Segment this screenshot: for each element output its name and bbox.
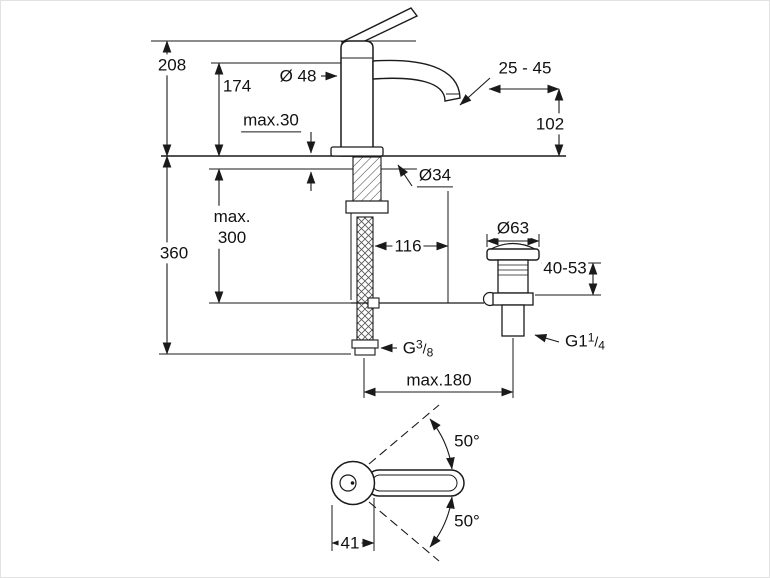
supply-thread-slash: / [422,340,427,357]
plug-dome [490,242,536,250]
base-escutcheon [330,146,384,157]
swivel-arc-down [429,496,455,548]
drain-body [497,259,529,294]
supply-thread-sup: 3 [415,337,423,352]
drain-locknut [492,292,534,306]
hose-fitting [351,339,379,349]
lever-plan-outline [365,469,465,497]
dim-height-total-label: 208 [155,54,189,76]
dim-deck-thickness-label: max.30 [241,109,301,133]
spout [372,59,461,102]
dim-base-diameter-label: Ø34 [416,164,454,188]
dim-body-diameter-label: Ø 48 [277,65,319,87]
faucet-body [340,40,374,157]
swivel-limit-line-up [368,404,440,465]
dim-hose-length-line1: max. [213,206,251,226]
dim-drain-range-label: 40-53 [541,257,589,279]
dim-drain-diameter-label: Ø63 [494,217,532,239]
drain-tailpiece [501,304,525,337]
dim-hose-length-line2: 300 [217,228,247,247]
dim-hose-offset-label: 116 [392,235,424,257]
faucet-front-view [330,7,484,356]
drain-flange [486,248,540,261]
rod-coupler [367,297,380,309]
swivel-arc-up [429,418,455,470]
dim-reach-max-label: max.180 [404,369,474,391]
leader-g114 [534,334,560,343]
dim-spout-adjust-label: 25 - 45 [496,57,554,79]
supply-hose [356,216,374,341]
dim-drain-thread-label: G11/4 [563,330,607,354]
drain-thread-sup: 1 [587,330,595,345]
supply-thread-base: G [402,338,416,358]
swivel-limit-line-down [368,501,440,562]
threaded-shank [352,156,382,204]
dim-swivel-up-label: 50° [452,430,482,452]
plan-view [330,404,465,562]
dim-hose-length-label: max. 300 [211,205,253,249]
mounting-nut [345,200,389,214]
drain-thread-sub: 4 [598,338,605,353]
dim-depth-below-label: 360 [157,242,191,264]
dimension-lines [162,40,598,548]
dim-supply-thread-label: G3/8 [400,337,436,361]
dim-height-body-label: 174 [220,75,254,97]
supply-thread-sub: 8 [426,345,434,360]
leader-d34 [397,164,413,187]
drain-assembly [482,242,540,337]
drain-thread-base: G1 [565,331,588,351]
drain-thread-slash: / [594,333,599,350]
dim-swivel-down-label: 50° [452,510,482,532]
dim-spout-height-label: 102 [533,113,567,135]
dim-handle-offset-label: 41 [338,532,362,554]
leader-spout-swivel [459,77,491,106]
